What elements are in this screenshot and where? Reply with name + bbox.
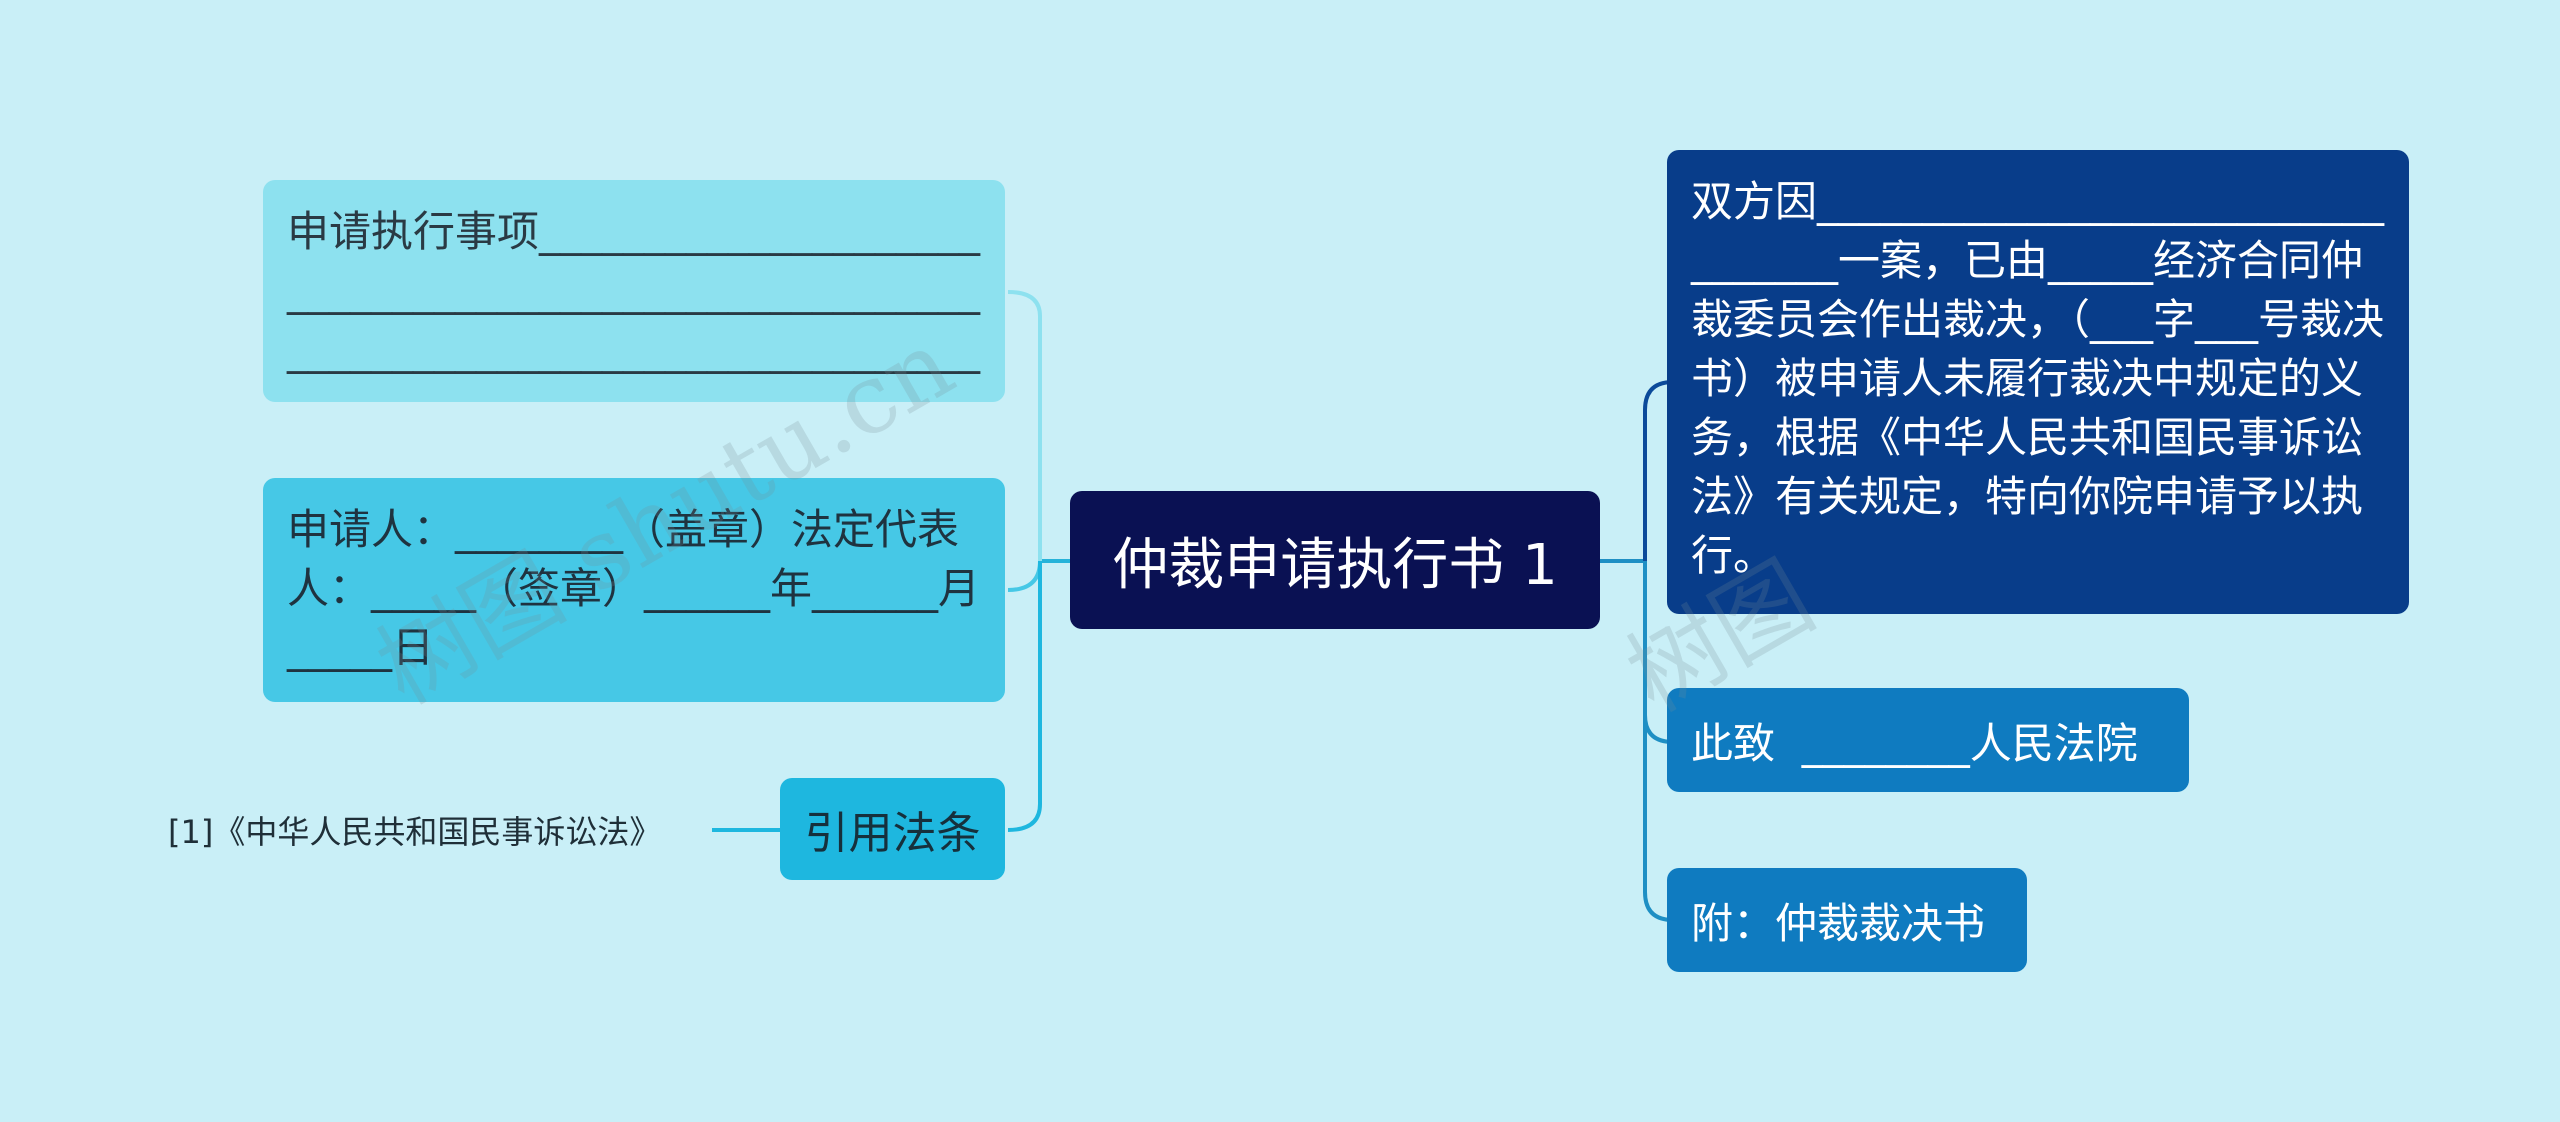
node-addressee-text: 此致 ________人民法院 — [1691, 718, 2138, 768]
node-addressee[interactable]: 此致 ________人民法院 — [1667, 688, 2189, 792]
cited-law-leaf[interactable]: [1]《中华人民共和国民事诉讼法》 — [168, 808, 661, 852]
central-topic[interactable]: 仲裁申请执行书 1 — [1070, 491, 1600, 629]
node-applicant[interactable]: 申请人：________（盖章）法定代表人：_____（签章）______年__… — [263, 478, 1005, 702]
node-cited-law[interactable]: 引用法条 — [780, 778, 1005, 880]
node-cited-law-label: 引用法条 — [804, 808, 981, 859]
node-attachment[interactable]: 附：仲裁裁决书 — [1667, 868, 2027, 972]
connector-left-applicant — [1007, 560, 1042, 592]
node-attachment-text: 附：仲裁裁决书 — [1691, 898, 1986, 948]
node-execution-items[interactable]: 申请执行事项__________________________________… — [263, 180, 1005, 402]
cited-law-leaf-text: [1]《中华人民共和国民事诉讼法》 — [168, 813, 662, 851]
node-case-facts-text: 双方因__________________________________一案，… — [1691, 177, 2385, 580]
node-applicant-text: 申请人：________（盖章）法定代表人：_____（签章）______年__… — [287, 505, 981, 672]
connector-left-items — [1007, 290, 1042, 561]
node-execution-items-text: 申请执行事项__________________________________… — [287, 207, 981, 402]
connector-left-cite — [1007, 561, 1042, 832]
node-case-facts[interactable]: 双方因__________________________________一案，… — [1667, 150, 2409, 614]
central-topic-label: 仲裁申请执行书 1 — [1112, 532, 1558, 598]
